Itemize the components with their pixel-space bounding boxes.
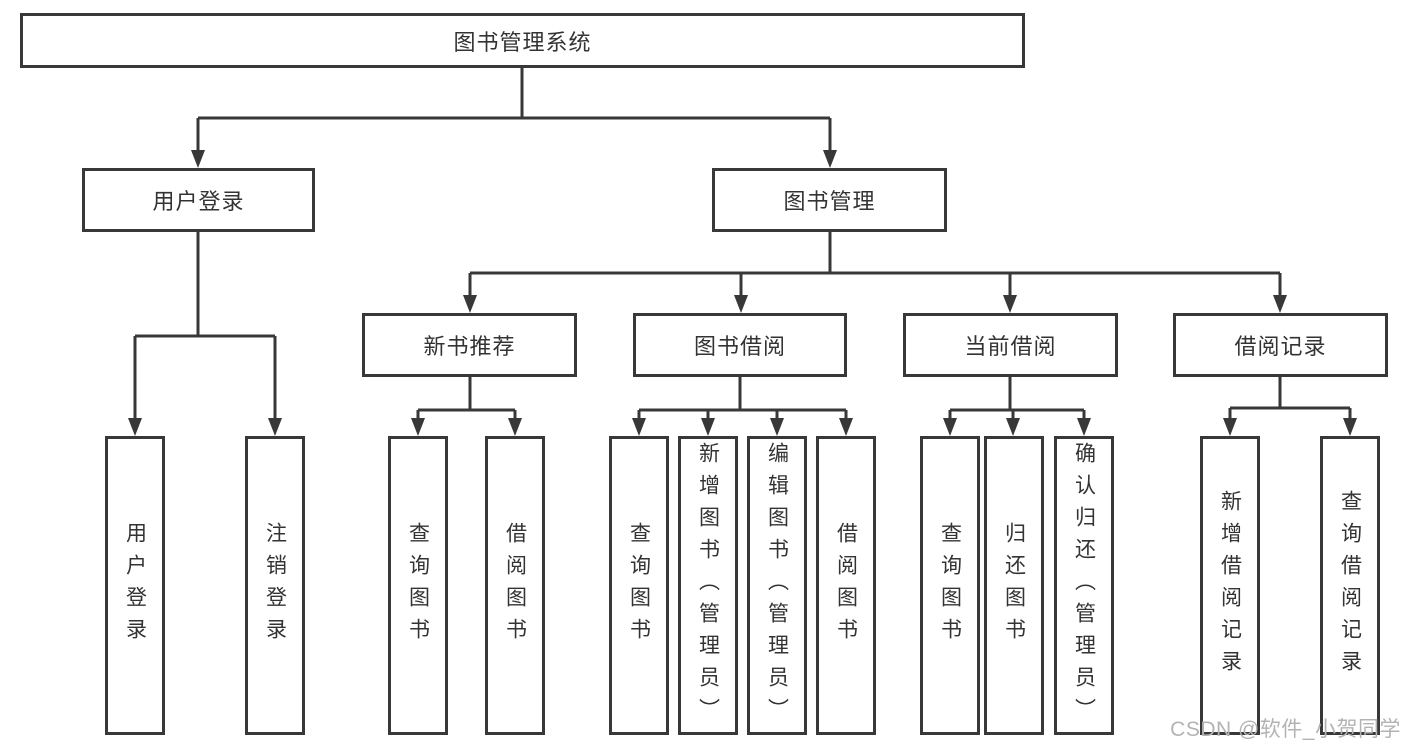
- leaf-node-label: 归还图书: [1002, 521, 1026, 650]
- module-node-book-borrow: 图书借阅: [633, 313, 847, 377]
- root-node-label: 图书管理系统: [453, 29, 592, 55]
- branch-node-label: 图书管理: [783, 189, 876, 214]
- leaf-node-label: 查询图书: [938, 521, 962, 650]
- leaf-node-label: 用户登录: [123, 521, 147, 650]
- leaf-node-records-query-record: 查询借阅记录: [1320, 436, 1380, 735]
- module-node-label: 图书借阅: [693, 334, 786, 359]
- branch-node-user-login: 用户登录: [82, 168, 315, 232]
- leaf-node-label: 注销登录: [263, 521, 287, 650]
- module-node-borrow-records: 借阅记录: [1173, 313, 1388, 377]
- leaf-node-label: 查询图书: [406, 521, 430, 650]
- leaf-node-label: 新增图书（管理员）: [696, 441, 720, 730]
- leaf-node-label: 查询借阅记录: [1338, 489, 1362, 682]
- leaf-node-borrow-edit-books-admin: 编辑图书（管理员）: [747, 436, 807, 735]
- leaf-node-label: 编辑图书（管理员）: [765, 441, 789, 730]
- leaf-node-label: 借阅图书: [834, 521, 858, 650]
- module-node-label: 当前借阅: [964, 334, 1057, 359]
- leaf-node-recommend-borrow-books: 借阅图书: [485, 436, 545, 735]
- leaf-node-label: 查询图书: [627, 521, 651, 650]
- leaf-node-label: 借阅图书: [503, 521, 527, 650]
- module-node-current-borrow: 当前借阅: [903, 313, 1118, 377]
- module-node-new-book-recommend: 新书推荐: [362, 313, 577, 377]
- root-node-library-system: 图书管理系统: [20, 13, 1025, 68]
- leaf-node-recommend-query-books: 查询图书: [388, 436, 448, 735]
- branch-node-book-management: 图书管理: [712, 168, 947, 232]
- csdn-watermark: CSDN @软件_小贺同学: [1170, 718, 1401, 741]
- leaf-node-logout: 注销登录: [245, 436, 305, 735]
- leaf-node-records-add-record: 新增借阅记录: [1200, 436, 1260, 735]
- leaf-node-user-login: 用户登录: [105, 436, 165, 735]
- leaf-node-borrow-query-books: 查询图书: [609, 436, 669, 735]
- leaf-node-label: 确认归还（管理员）: [1072, 441, 1096, 730]
- leaf-node-borrow-add-books-admin: 新增图书（管理员）: [678, 436, 738, 735]
- module-node-label: 借阅记录: [1234, 334, 1327, 359]
- branch-node-label: 用户登录: [152, 189, 245, 214]
- leaf-node-borrow-borrow-books: 借阅图书: [816, 436, 876, 735]
- module-node-label: 新书推荐: [423, 334, 516, 359]
- leaf-node-current-confirm-return-admin: 确认归还（管理员）: [1054, 436, 1114, 735]
- leaf-node-label: 新增借阅记录: [1218, 489, 1242, 682]
- leaf-node-current-query-books: 查询图书: [920, 436, 980, 735]
- leaf-node-current-return-books: 归还图书: [984, 436, 1044, 735]
